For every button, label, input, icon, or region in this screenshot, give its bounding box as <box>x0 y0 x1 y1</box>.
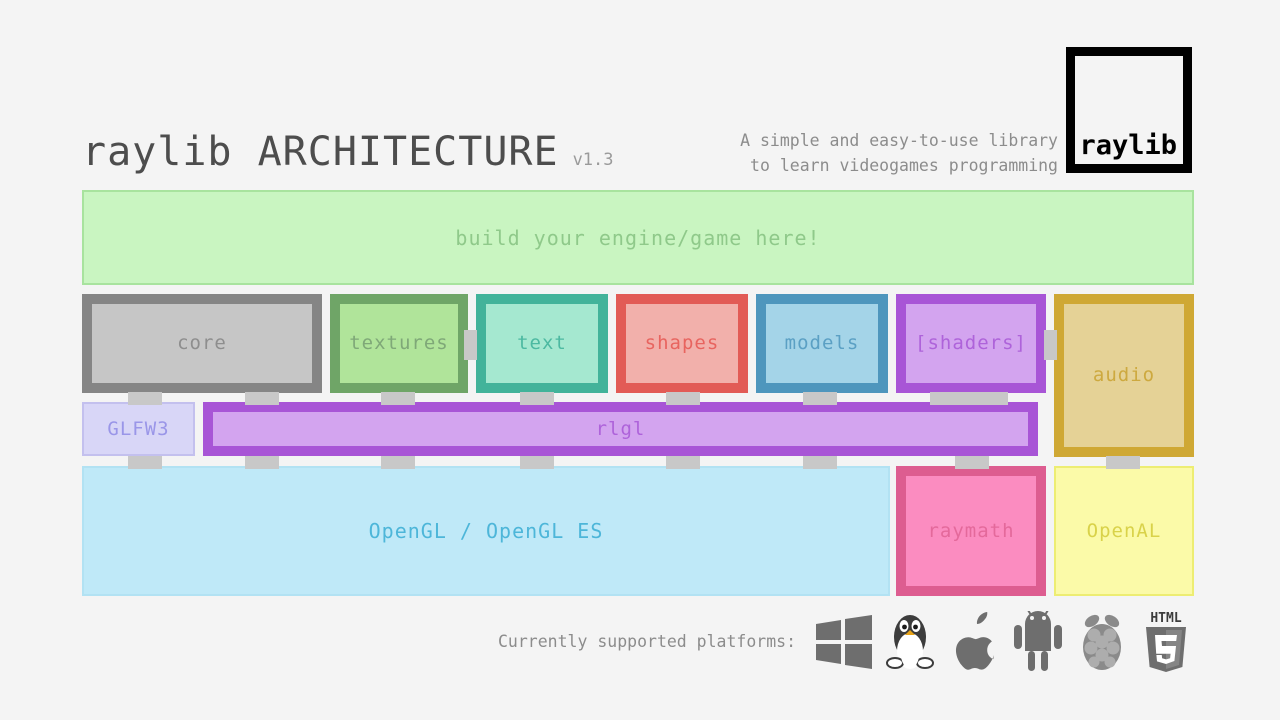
box-label-openal: OpenAL <box>1086 519 1162 542</box>
tagline: A simple and easy-to-use library to lear… <box>740 128 1058 178</box>
box-label-glfw3: GLFW3 <box>107 417 170 440</box>
raylib-logo: raylib <box>1066 47 1192 173</box>
banner-build-your-game[interactable]: build your engine/game here! <box>82 190 1194 285</box>
tagline-line-1: A simple and easy-to-use library <box>740 131 1058 150</box>
linux-tux-icon <box>882 611 938 673</box>
android-icon <box>1010 611 1066 673</box>
connector-tab <box>245 392 279 405</box>
box-opengl-opengl-es[interactable]: OpenGL / OpenGL ES <box>82 466 890 596</box>
box-core[interactable]: core <box>82 294 322 393</box>
box-rlgl[interactable]: rlgl <box>203 402 1038 456</box>
supported-platforms: Currently supported platforms: <box>498 604 1198 680</box>
connector-tab <box>381 456 415 469</box>
version-label: v1.3 <box>572 150 614 170</box>
box-shaders[interactable]: [shaders] <box>896 294 1046 393</box>
tagline-line-2: to learn videogames programming <box>750 156 1058 175</box>
box-text[interactable]: text <box>476 294 608 393</box>
box-label-opengl-opengl-es: OpenGL / OpenGL ES <box>368 519 604 543</box>
box-label-textures: textures <box>349 332 449 354</box>
box-audio[interactable]: audio <box>1054 294 1194 457</box>
box-label-core: core <box>177 332 227 354</box>
box-glfw3[interactable]: GLFW3 <box>82 402 195 456</box>
raylib-logo-text: raylib <box>1079 130 1177 161</box>
connector-tab <box>520 392 554 405</box>
html5-icon: HTML <box>1138 609 1194 675</box>
box-label-shapes: shapes <box>644 332 720 354</box>
box-label-raymath: raymath <box>927 519 1015 542</box>
page-title: raylib ARCHITECTURE v1.3 <box>82 132 614 172</box>
apple-icon <box>946 610 1002 674</box>
connector-tab <box>955 456 989 469</box>
main-title: raylib ARCHITECTURE <box>82 129 559 175</box>
connector-tab <box>803 392 837 405</box>
connector-tab <box>128 456 162 469</box>
box-label-models: models <box>784 332 860 354</box>
connector-tab <box>520 456 554 469</box>
connector-tab <box>381 392 415 405</box>
connector-tab <box>803 456 837 469</box>
connector-tab <box>666 392 700 405</box>
connector-tab-vertical <box>1044 330 1057 360</box>
connector-tab <box>666 456 700 469</box>
box-shapes[interactable]: shapes <box>616 294 748 393</box>
connector-tab-vertical <box>464 330 477 360</box>
box-openal[interactable]: OpenAL <box>1054 466 1194 596</box>
raspberry-pi-icon <box>1074 611 1130 673</box>
html5-top-text: HTML <box>1150 611 1181 626</box>
box-models[interactable]: models <box>756 294 888 393</box>
box-label-audio: audio <box>1092 364 1156 386</box>
box-raymath[interactable]: raymath <box>896 466 1046 596</box>
connector-tab <box>1106 456 1140 469</box>
banner-label: build your engine/game here! <box>455 225 821 250</box>
box-label-text: text <box>517 332 567 354</box>
windows-icon <box>814 613 874 671</box>
box-textures[interactable]: textures <box>330 294 468 393</box>
platforms-label: Currently supported platforms: <box>498 631 797 651</box>
box-label-rlgl: rlgl <box>595 417 646 440</box>
box-label-shaders: [shaders] <box>915 332 1027 354</box>
connector-tab <box>245 456 279 469</box>
connector-tab <box>128 392 162 405</box>
connector-tab <box>930 392 1008 405</box>
